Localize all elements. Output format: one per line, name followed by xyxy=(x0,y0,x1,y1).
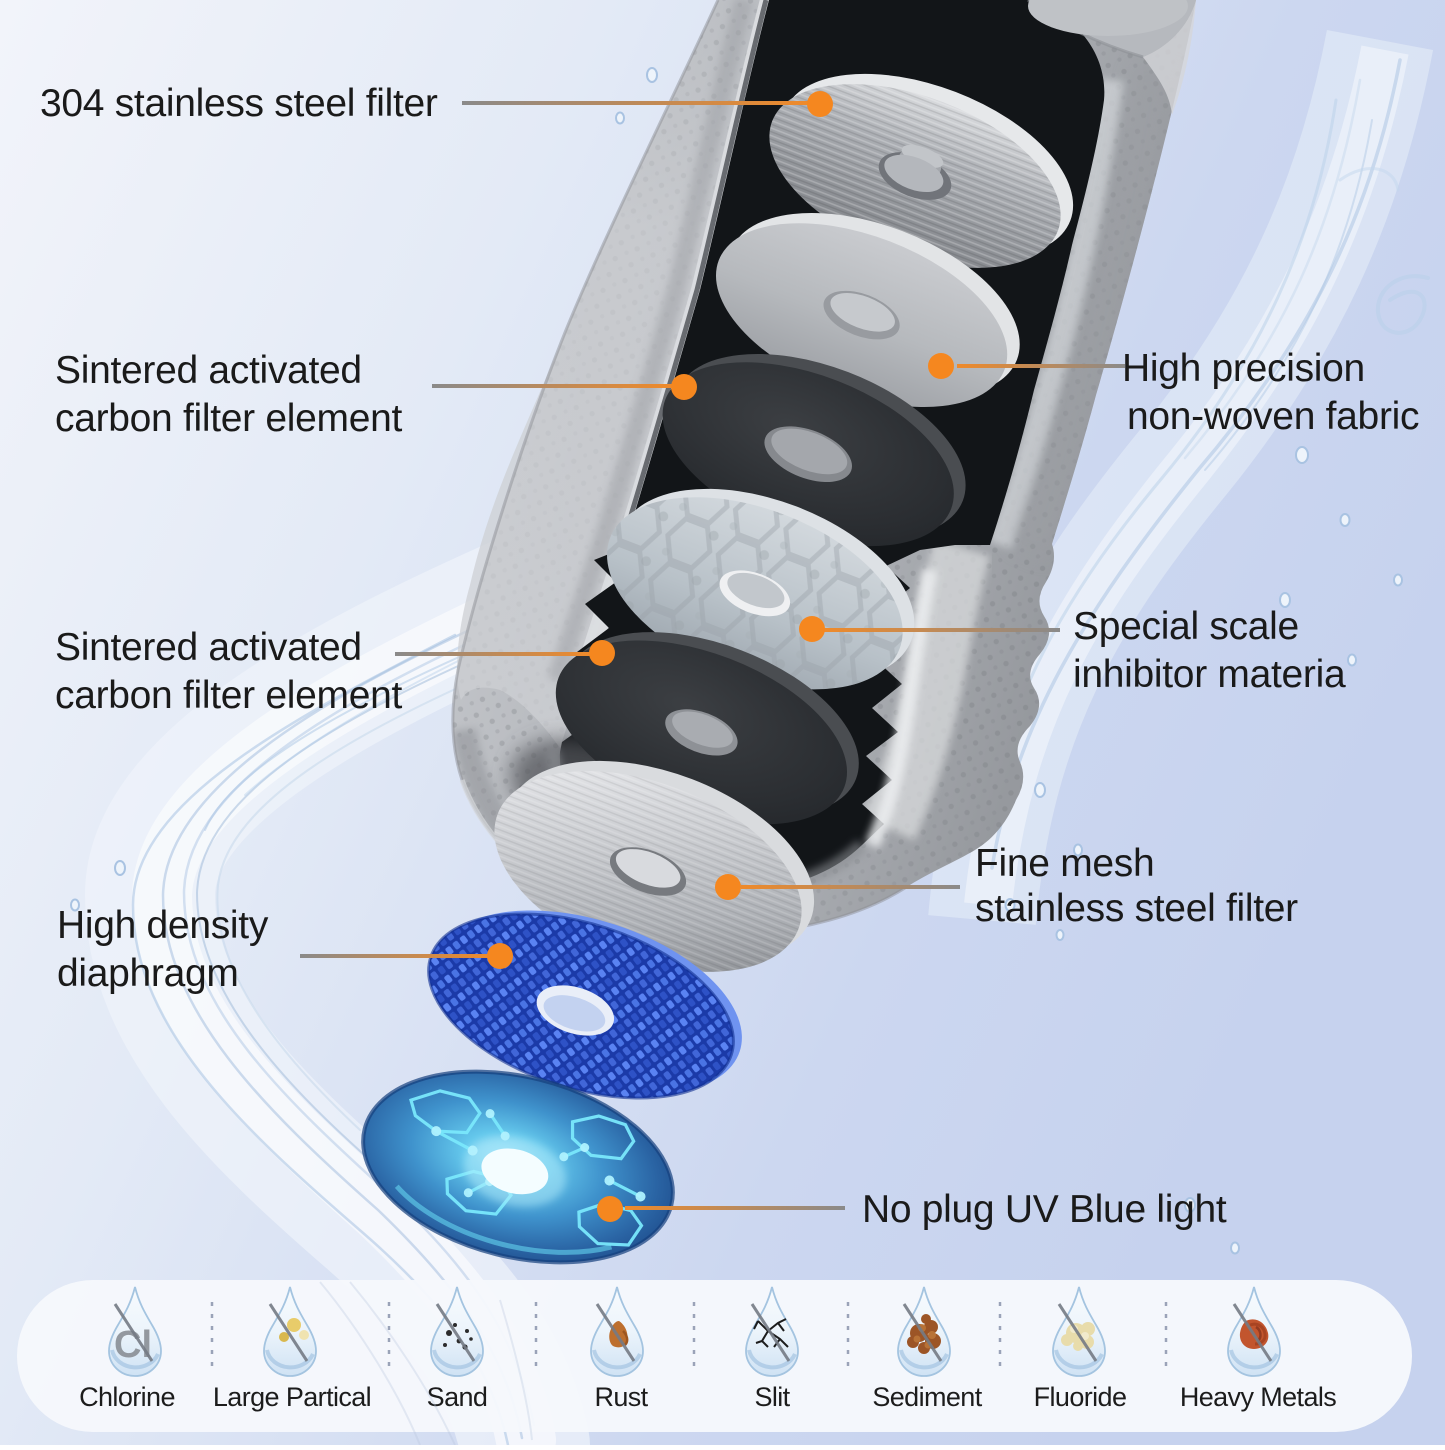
svg-text:Slit: Slit xyxy=(754,1382,790,1412)
svg-text:non-woven fabric: non-woven fabric xyxy=(1127,395,1419,438)
svg-text:Fine mesh: Fine mesh xyxy=(975,842,1154,885)
svg-text:Fluoride: Fluoride xyxy=(1034,1382,1127,1412)
svg-text:inhibitor materia: inhibitor materia xyxy=(1073,653,1346,696)
svg-text:stainless steel filter: stainless steel filter xyxy=(975,887,1298,930)
svg-text:High precision: High precision xyxy=(1122,347,1365,390)
svg-text:Rust: Rust xyxy=(594,1382,648,1412)
svg-text:Special scale: Special scale xyxy=(1073,605,1299,648)
svg-text:diaphragm: diaphragm xyxy=(57,952,239,995)
svg-text:High density: High density xyxy=(57,904,269,947)
svg-text:Large Partical: Large Partical xyxy=(213,1382,371,1412)
svg-text:Chlorine: Chlorine xyxy=(79,1382,175,1412)
svg-text:No plug UV Blue light: No plug UV Blue light xyxy=(862,1188,1227,1231)
svg-text:304 stainless steel filter: 304 stainless steel filter xyxy=(40,82,438,125)
svg-text:Sintered activated: Sintered activated xyxy=(55,349,362,392)
svg-text:Sintered activated: Sintered activated xyxy=(55,626,362,669)
svg-text:carbon filter element: carbon filter element xyxy=(55,397,403,440)
svg-text:Heavy Metals: Heavy Metals xyxy=(1180,1382,1336,1412)
svg-text:carbon filter element: carbon filter element xyxy=(55,674,403,717)
svg-text:Sediment: Sediment xyxy=(872,1382,982,1412)
svg-text:Sand: Sand xyxy=(427,1382,488,1412)
